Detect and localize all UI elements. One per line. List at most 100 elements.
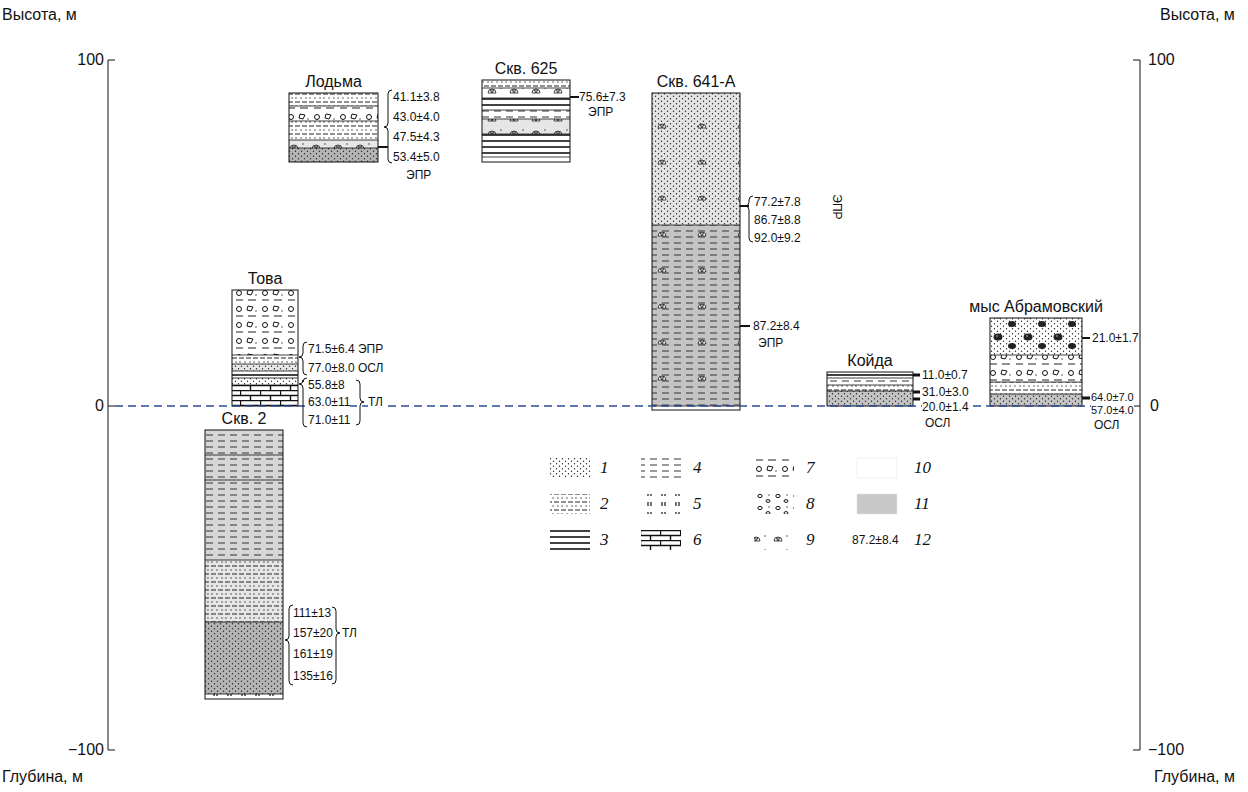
- sample-mark: [1082, 337, 1090, 339]
- layer-boundary: [205, 622, 283, 623]
- age-value: 161±19: [293, 647, 333, 661]
- layer-boundary: [205, 694, 283, 695]
- layer-boundary: [482, 110, 570, 111]
- legend-item: [641, 494, 681, 514]
- layer-fill: [482, 80, 570, 88]
- legend-item: [857, 458, 897, 478]
- layer-fill: [205, 455, 283, 480]
- layer-boundary: [289, 140, 378, 141]
- legend-sample: [550, 458, 590, 478]
- layer-pattern: [232, 364, 298, 371]
- legend: [550, 458, 897, 550]
- axes: [108, 60, 1140, 750]
- layer-fill: [232, 355, 298, 364]
- section-column-node: Скв. 625: [482, 60, 570, 162]
- layer-boundary: [232, 364, 298, 365]
- curly-bracket: [384, 90, 392, 163]
- section-columns: [205, 80, 1082, 699]
- brackets: [285, 90, 753, 685]
- layer-boundary: [289, 148, 378, 149]
- layer-fill: [232, 290, 298, 355]
- layer-boundary: [205, 455, 283, 456]
- layer-fill: [232, 378, 298, 385]
- layer-pattern: [482, 98, 570, 110]
- axis-value: 0: [95, 397, 104, 415]
- column-heading: Скв. 625: [495, 60, 558, 78]
- legend-sample-pattern: [641, 494, 681, 514]
- layer-boundary: [482, 98, 570, 99]
- layer-fill: [990, 318, 1082, 355]
- axis-tick: [1133, 406, 1140, 407]
- layer-boundary: [827, 378, 913, 379]
- section-column: [482, 80, 570, 162]
- age-value: 71.0±11: [308, 413, 350, 427]
- axis-title: Глубина, м: [2, 768, 83, 786]
- layer-pattern: [990, 318, 1082, 355]
- layer-fill: [289, 121, 378, 140]
- layer-boundary: [482, 119, 570, 120]
- axis-value: 0: [1150, 397, 1159, 415]
- age-value: 47.5±4.3: [393, 130, 440, 144]
- legend-number: 12: [914, 530, 931, 550]
- age-value: 53.4±5.0: [393, 150, 440, 164]
- legend-number: 3: [600, 530, 609, 550]
- layer-pattern: [827, 378, 913, 385]
- layer-boundary: [990, 382, 1082, 383]
- layer-fill: [289, 140, 378, 148]
- axis-title: Высота, м: [1160, 6, 1235, 24]
- age-value: 135±16: [293, 669, 333, 683]
- age-value: 71.5±6.4 ЭПР: [308, 342, 383, 356]
- axis-tick: [1133, 750, 1140, 751]
- age-value: 111±13: [293, 606, 331, 620]
- layer-fill: [827, 372, 913, 378]
- legend-item: [550, 530, 590, 550]
- layer-pattern: [289, 148, 378, 162]
- age-value: 20.0±1.4: [922, 400, 969, 414]
- column-outline: [289, 93, 378, 162]
- layer-fill: [232, 385, 298, 406]
- layer-pattern: [289, 121, 378, 140]
- layer-boundary: [289, 121, 378, 122]
- section-column: [990, 318, 1082, 406]
- column-heading: мыс Абрамовский: [969, 298, 1103, 316]
- layer-fill: [232, 364, 298, 371]
- layer-fill: [990, 382, 1082, 394]
- legend-item: [754, 458, 794, 478]
- column-heading: Лодьма: [305, 73, 362, 91]
- layer-pattern: [205, 480, 283, 560]
- layer-fill: [652, 225, 740, 406]
- layer-boundary: [232, 355, 298, 356]
- section-column-node: Това: [232, 270, 298, 406]
- layer-pattern: [289, 140, 378, 148]
- axis-tick: [108, 750, 115, 751]
- legend-number: 10: [914, 458, 931, 478]
- layer-pattern: [482, 110, 570, 119]
- layer-boundary: [232, 385, 298, 386]
- sample-mark: [1082, 397, 1090, 400]
- axis-line: [1140, 60, 1141, 750]
- column-heading: Това: [248, 270, 283, 288]
- method-label: ТЛ: [342, 626, 357, 640]
- layer-fill: [827, 378, 913, 385]
- axis-value: −100: [68, 741, 104, 759]
- layer-boundary: [482, 134, 570, 135]
- axis-value: 100: [77, 51, 104, 69]
- age-value: 11.0±0.7: [922, 368, 968, 382]
- curly-bracket: [285, 605, 293, 685]
- legend-sample-pattern: [550, 458, 590, 478]
- legend-number: 1: [600, 458, 609, 478]
- legend-item: [754, 530, 794, 550]
- age-value: 75.6±7.3: [579, 90, 626, 104]
- legend-sample-pattern: [754, 494, 794, 514]
- layer-fill: [482, 157, 570, 162]
- section-column-node: Лодьма: [289, 73, 378, 162]
- layer-fill: [289, 106, 378, 121]
- axis-tick: [108, 406, 115, 407]
- legend-sample: [754, 530, 794, 550]
- layer-pattern: [990, 355, 1082, 382]
- layer-pattern: [482, 88, 570, 98]
- axis-title: Глубина, м: [1154, 768, 1235, 786]
- layer-pattern: [482, 157, 570, 162]
- age-value: 63.0±11: [308, 395, 350, 409]
- layer-boundary: [990, 355, 1082, 356]
